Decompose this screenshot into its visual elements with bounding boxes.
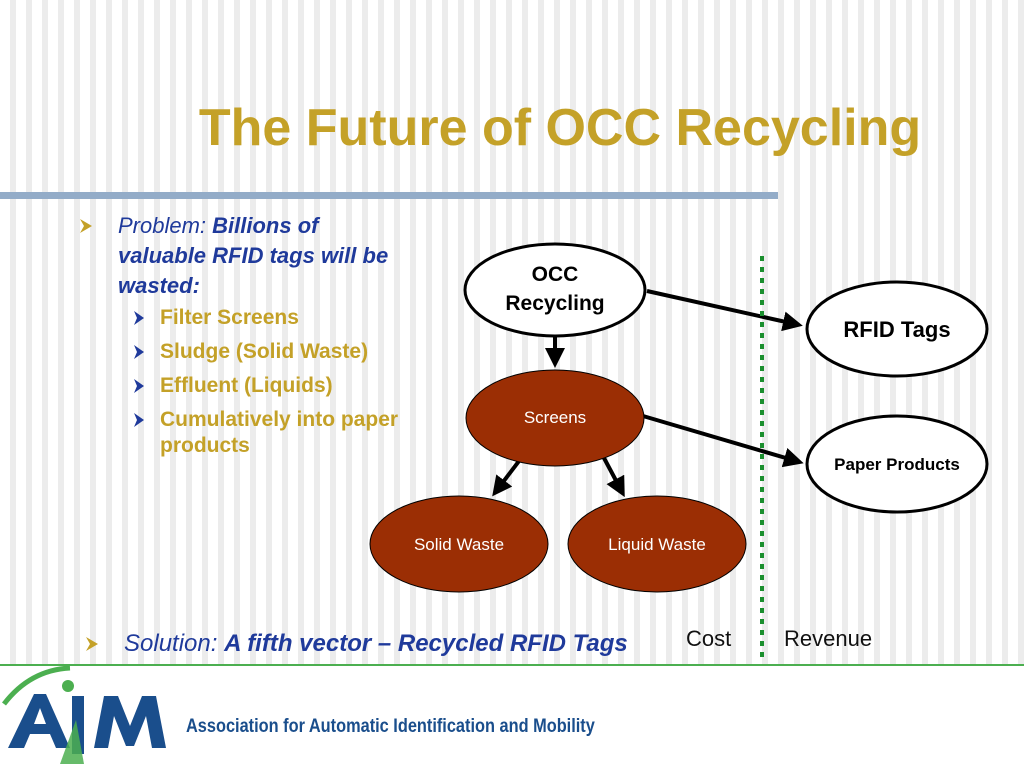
sub-bullet-item: Sludge (Solid Waste) xyxy=(134,339,406,365)
bullet-arrow-icon xyxy=(134,379,144,393)
problem-label: Problem: xyxy=(118,213,213,238)
node-occ-label-line1: OCC xyxy=(532,263,579,286)
problem-text: Billions of valuable RFID tags will be w… xyxy=(118,213,389,298)
sub-bullet-item: Cumulatively into paper products xyxy=(134,407,406,459)
arrow-screens-to-liquid xyxy=(602,457,625,498)
revenue-label: Revenue xyxy=(784,626,873,651)
problem-bullet: Problem: Billions of valuable RFID tags … xyxy=(76,211,406,301)
bullet-arrow-icon xyxy=(134,413,144,427)
bullet-list: Problem: Billions of valuable RFID tags … xyxy=(76,211,406,467)
solution-label: Solution: xyxy=(124,630,225,657)
arrow-screens-to-paper xyxy=(642,414,804,468)
organization-name: Association for Automatic Identification… xyxy=(186,716,595,737)
problem-sub-list: Filter Screens Sludge (Solid Waste) Effl… xyxy=(76,305,406,459)
solution-bullet: Solution: A fifth vector – Recycled RFID… xyxy=(84,627,628,661)
sub-bullet-text: Sludge (Solid Waste) xyxy=(160,340,369,363)
solution-text: A fifth vector – Recycled RFID Tags xyxy=(224,630,628,657)
node-screens-label: Screens xyxy=(524,408,586,427)
sub-bullet-text: Filter Screens xyxy=(160,306,299,329)
bullet-arrow-icon xyxy=(134,311,144,325)
node-occ-recycling: OCC Recycling xyxy=(463,242,647,338)
bullet-arrow-icon xyxy=(80,219,92,233)
node-screens: Screens xyxy=(465,369,645,467)
arrow-screens-to-solid xyxy=(492,459,521,497)
node-paper-products: Paper Products xyxy=(805,414,989,514)
footer-band xyxy=(0,664,1024,770)
node-liquid-waste: Liquid Waste xyxy=(567,495,747,593)
sub-bullet-item: Filter Screens xyxy=(134,305,406,331)
sub-bullet-text: Cumulatively into paper products xyxy=(160,408,399,457)
node-paper-products-label: Paper Products xyxy=(834,455,960,474)
sub-bullet-item: Effluent (Liquids) xyxy=(134,373,406,399)
node-occ-label-line2: Recycling xyxy=(505,292,604,315)
bullet-arrow-icon xyxy=(134,345,144,359)
node-rfid-tags: RFID Tags xyxy=(805,280,989,378)
node-liquid-waste-label: Liquid Waste xyxy=(608,535,706,554)
sub-bullet-text: Effluent (Liquids) xyxy=(160,374,333,397)
node-solid-waste-label: Solid Waste xyxy=(414,535,504,554)
slide-title: The Future of OCC Recycling xyxy=(198,99,922,157)
aim-logo xyxy=(2,665,166,764)
cost-label: Cost xyxy=(686,626,732,651)
bullet-arrow-icon xyxy=(86,637,98,651)
node-solid-waste: Solid Waste xyxy=(369,495,549,593)
arrow-occ-to-rfid xyxy=(646,289,803,332)
title-underline xyxy=(0,192,778,199)
node-rfid-tags-label: RFID Tags xyxy=(843,317,950,342)
